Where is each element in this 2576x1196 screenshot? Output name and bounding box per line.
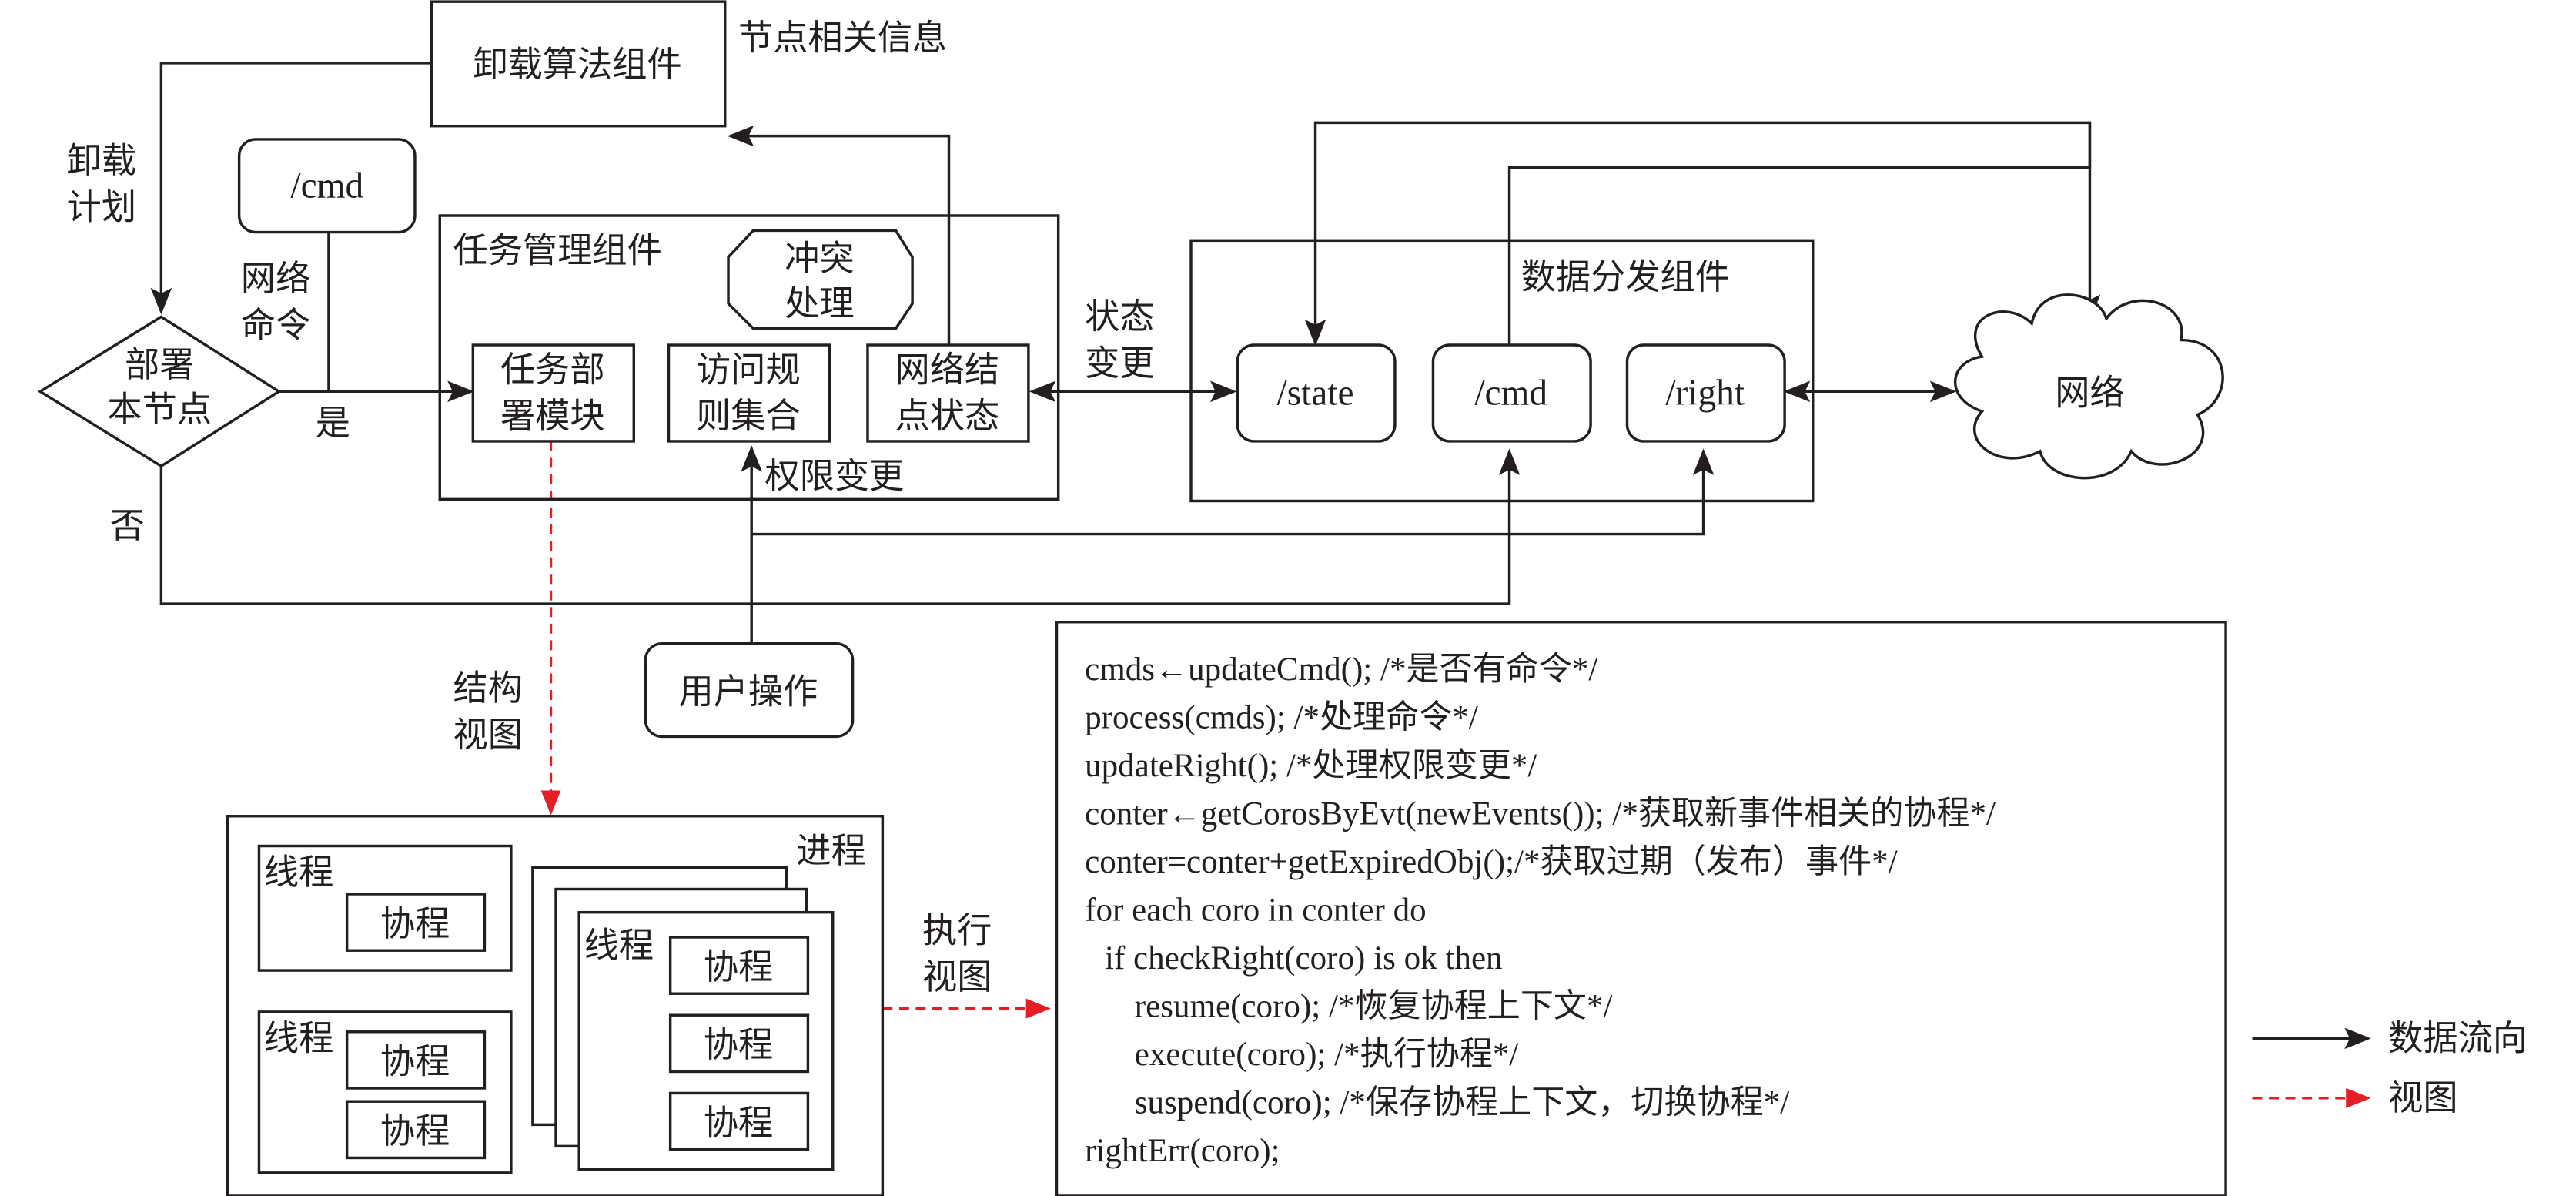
code-line: cmds←updateCmd(); /*是否有命令*/: [1085, 651, 1597, 688]
coroutine-label: 协程: [704, 1102, 773, 1143]
task-deploy-module: [471, 343, 635, 443]
connectors: [150, 62, 2101, 1019]
user-operation-label: 用户操作: [678, 671, 818, 712]
process-structure: 进程 线程 协程 线程 协程 协程 线程 协程 协程 协程: [226, 815, 885, 1196]
code-line: for each coro in conter do: [1085, 892, 1427, 928]
deploy-label: 部署: [125, 344, 194, 385]
task-deploy-label: 任务部: [500, 349, 605, 390]
code-line: conter←getCorosByEvt(newEvents()); /*获取新…: [1085, 796, 1996, 833]
coroutine-label: 协程: [380, 903, 450, 944]
data-distribution-box: [1189, 239, 1815, 503]
unload-plan-label: 卸载: [67, 140, 136, 181]
coroutine-box: [668, 1013, 810, 1074]
net-node-label-2: 点状态: [895, 396, 1000, 437]
code-line: if checkRight(coro) is ok then: [1105, 940, 1503, 977]
access-rule-label: 访问规: [696, 349, 801, 390]
right-topic-label: /right: [1665, 374, 1745, 414]
network-label: 网络: [2055, 373, 2124, 414]
state-topic: [1236, 343, 1397, 443]
cmd-topic-label: /cmd: [1474, 374, 1547, 414]
right-topic: [1625, 343, 1786, 443]
struct-view-label-2: 视图: [453, 714, 522, 755]
code-box: [1055, 621, 2227, 1196]
coroutine-box: [668, 1091, 810, 1151]
cmd-topic: [1431, 343, 1592, 443]
conflict-label: 冲突: [785, 238, 854, 279]
data-distribution-label: 数据分发组件: [1521, 256, 1730, 297]
task-deploy-label-2: 署模块: [500, 396, 605, 437]
state-topic-label: /state: [1277, 374, 1354, 414]
code-lines: cmds←updateCmd(); /*是否有命令*/ process(cmds…: [1085, 651, 1996, 1169]
coroutine-box: [345, 1030, 487, 1090]
perm-change-label: 权限变更: [764, 455, 904, 496]
unload-algorithm-box: [430, 0, 727, 128]
access-rule-set: [667, 343, 831, 443]
cmd-source-label: /cmd: [290, 166, 363, 206]
code-line: updateRight(); /*处理权限变更*/: [1085, 747, 1537, 784]
no-label: 否: [110, 505, 145, 546]
legend-view: 视图: [2388, 1077, 2457, 1118]
coroutine-label: 协程: [704, 1024, 773, 1065]
code-line: conter=conter+getExpiredObj();/*获取过期（发布）…: [1085, 844, 1898, 880]
thread-label: 线程: [584, 925, 654, 966]
code-line: rightErr(coro);: [1085, 1133, 1280, 1169]
deploy-label-2: 本节点: [107, 389, 212, 430]
exec-view-label: 执行: [922, 910, 992, 950]
state-change-label-2: 变更: [1085, 343, 1154, 384]
deploy-decision-diamond: [37, 315, 282, 468]
task-management-label: 任务管理组件: [453, 229, 661, 270]
state-change-label: 状态: [1085, 296, 1154, 337]
network-cloud: [1953, 293, 2224, 480]
code-line: suspend(coro); /*保存协程上下文，切换协程*/: [1135, 1084, 1789, 1121]
code-line: resume(coro); /*恢复协程上下文*/: [1135, 987, 1613, 1024]
user-operation-box: [644, 642, 855, 739]
exec-view-label-2: 视图: [922, 956, 992, 997]
thread-label: 线程: [264, 852, 333, 893]
coroutine-box: [345, 1100, 487, 1160]
code-line: process(cmds); /*处理命令*/: [1085, 699, 1478, 736]
net-node-label: 网络结: [895, 349, 1000, 390]
thread-label: 线程: [264, 1017, 333, 1058]
coroutine-box: [668, 936, 810, 995]
net-cmd-label: 网络: [241, 258, 310, 299]
net-cmd-label-2: 命令: [241, 304, 310, 345]
code-line: execute(coro); /*执行协程*/: [1135, 1037, 1519, 1073]
task-management-box: [438, 214, 1060, 501]
legend-data-flow: 数据流向: [2388, 1017, 2527, 1058]
coroutine-label: 协程: [380, 1111, 450, 1151]
access-rule-label-2: 则集合: [696, 396, 801, 437]
process-label: 进程: [796, 830, 865, 871]
coroutine-box: [345, 893, 487, 952]
cmd-source-box: [237, 138, 417, 234]
coroutine-label: 协程: [704, 946, 773, 987]
struct-view-label: 结构: [453, 668, 522, 709]
node-info-label: 节点相关信息: [738, 18, 947, 59]
conflict-label-2: 处理: [785, 283, 854, 323]
conflict-handling-octagon: [727, 229, 914, 330]
net-node-state: [866, 343, 1030, 443]
coroutine-label: 协程: [380, 1041, 450, 1082]
unload-algorithm-label: 卸载算法组件: [473, 44, 681, 85]
yes-label: 是: [316, 402, 350, 443]
legend: 数据流向 视图: [2252, 1017, 2527, 1118]
unload-plan-label-2: 计划: [67, 186, 136, 227]
